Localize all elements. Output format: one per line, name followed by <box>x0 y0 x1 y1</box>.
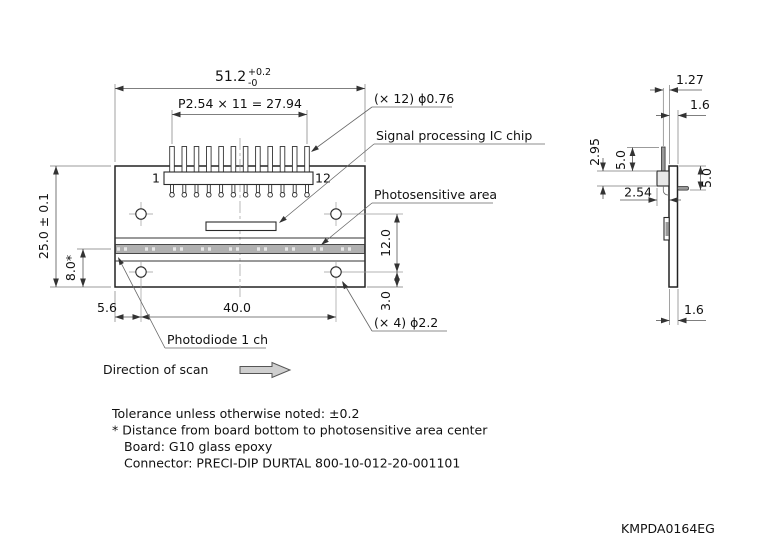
scan-arrow-icon <box>239 361 292 379</box>
note-distance: * Distance from board bottom to photosen… <box>112 423 488 438</box>
dim-board-height: 25.0 ± 0.1 <box>36 165 111 288</box>
hole-bottom-left <box>135 266 147 278</box>
label-photosensitive-area: Photosensitive area <box>321 187 497 245</box>
dim-board-width: 51.2 +0.2 -0 <box>114 67 366 162</box>
dim-pin-top-value: 5.0 <box>613 150 628 170</box>
dim-hole-left: 5.6 <box>97 300 117 315</box>
note-tolerance: Tolerance unless otherwise noted: ±0.2 <box>111 406 359 421</box>
hole-bottom-right <box>330 266 342 278</box>
dim-width-value: 51.2 <box>215 69 246 85</box>
hole-top-right <box>330 208 342 220</box>
board-side-outline <box>668 165 679 288</box>
dim-hole-span-v: 12.0 <box>378 229 393 257</box>
dim-pin-offset: 1.27 <box>650 72 704 93</box>
dim-thickness-top-value: 1.6 <box>690 97 710 112</box>
pin-bend <box>662 186 669 196</box>
note-connector: Connector: PRECI-DIP DURTAL 800-10-012-2… <box>124 456 460 471</box>
front-view: 1 12 51.2 +0.2 -0 P2.54 × 11 = 27.94 25.… <box>36 67 545 379</box>
leader-arrow <box>342 281 349 290</box>
label-pin-diameter: (× 12) ϕ0.76 <box>311 91 454 152</box>
dim-connector-height: 2.95 <box>587 138 656 199</box>
part-number: KMPDA0164EG <box>621 521 715 536</box>
dim-width-tol-minus: -0 <box>248 78 257 89</box>
leader-arrow <box>321 238 329 245</box>
dim-thickness-bottom: 1.6 <box>656 302 706 324</box>
svg-text:Photodiode 1 ch: Photodiode 1 ch <box>167 332 268 347</box>
label-ic-chip: Signal processing IC chip <box>279 128 545 223</box>
pin-side-vertical <box>661 146 666 172</box>
connector-body <box>163 171 314 186</box>
ic-chip <box>205 221 277 232</box>
dim-width-tol-plus: +0.2 <box>248 67 271 78</box>
leader-arrow <box>279 216 287 223</box>
dim-connector-height-value: 2.95 <box>587 138 602 166</box>
dim-hole-horizontal: 5.6 40.0 <box>97 291 336 322</box>
hole-top-left <box>135 208 147 220</box>
dim-pitch-value: P2.54 × 11 = 27.94 <box>178 96 302 111</box>
pin-number-12: 12 <box>315 171 331 186</box>
sensor-side-fill <box>665 222 669 236</box>
mounting-holes <box>129 202 403 322</box>
dim-pin-top-length: 5.0 <box>613 147 659 171</box>
svg-text:(× 12) ϕ0.76: (× 12) ϕ0.76 <box>374 91 454 106</box>
dim-pin-right-value: 5.0 <box>699 168 714 188</box>
svg-text:Signal processing IC chip: Signal processing IC chip <box>376 128 532 143</box>
dim-connector-depth: 2.54 <box>620 185 681 206</box>
dim-pin-offset-value: 1.27 <box>676 72 704 87</box>
label-hole-diameter: (× 4) ϕ2.2 <box>342 281 447 332</box>
direction-of-scan: Direction of scan <box>103 361 292 379</box>
note-board: Board: G10 glass epoxy <box>124 439 273 454</box>
dim-height-value: 25.0 ± 0.1 <box>36 193 51 259</box>
dim-hole-vertical: 12.0 3.0 <box>367 214 403 311</box>
svg-text:(× 4) ϕ2.2: (× 4) ϕ2.2 <box>374 315 438 330</box>
svg-text:Photosensitive area: Photosensitive area <box>374 187 497 202</box>
dim-connector-depth-value: 2.54 <box>624 185 652 200</box>
dim-hole-span-h: 40.0 <box>223 300 251 315</box>
dim-pin-right-offset: 5.0 <box>679 165 714 191</box>
connector-side-body <box>656 170 670 187</box>
photosensitive-strip <box>115 237 365 262</box>
side-view: 1.27 1.6 2.95 5.0 2.54 <box>587 72 714 325</box>
dim-thickness-top: 1.6 <box>656 97 710 119</box>
notes: Tolerance unless otherwise noted: ±0.2 *… <box>111 406 488 471</box>
pin-number-1: 1 <box>152 171 160 186</box>
dim-photo-center: 8.0* <box>63 248 111 287</box>
label-photodiode: Photodiode 1 ch <box>118 257 268 349</box>
pin-side-horizontal <box>677 186 689 191</box>
dim-photo-center-value: 8.0* <box>63 255 78 281</box>
leader-arrow <box>311 145 319 152</box>
svg-text:Direction of scan: Direction of scan <box>103 362 208 377</box>
dim-thickness-bottom-value: 1.6 <box>684 302 704 317</box>
dim-hole-bottom: 3.0 <box>378 291 393 311</box>
dim-pin-pitch: P2.54 × 11 = 27.94 <box>171 96 308 144</box>
leader-arrow <box>118 257 124 266</box>
